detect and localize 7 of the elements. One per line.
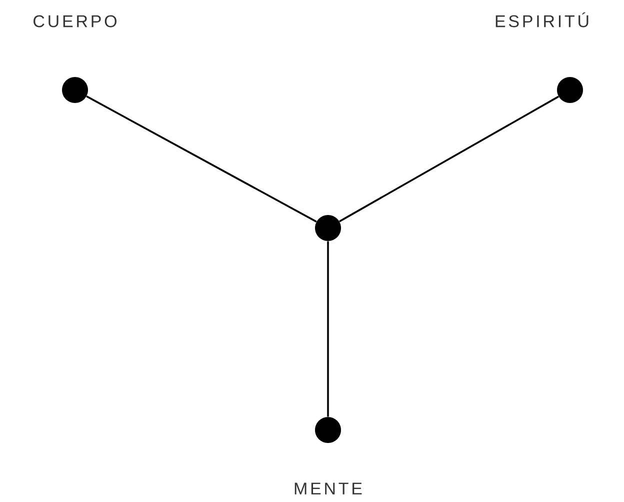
line — [327, 241, 329, 417]
node-label: CUERPO — [34, 15, 116, 28]
line — [339, 96, 559, 222]
dot — [315, 215, 341, 241]
node-label: ESPIRITÚ — [496, 12, 588, 28]
line — [86, 96, 317, 222]
node-label: MENTE — [294, 482, 362, 494]
